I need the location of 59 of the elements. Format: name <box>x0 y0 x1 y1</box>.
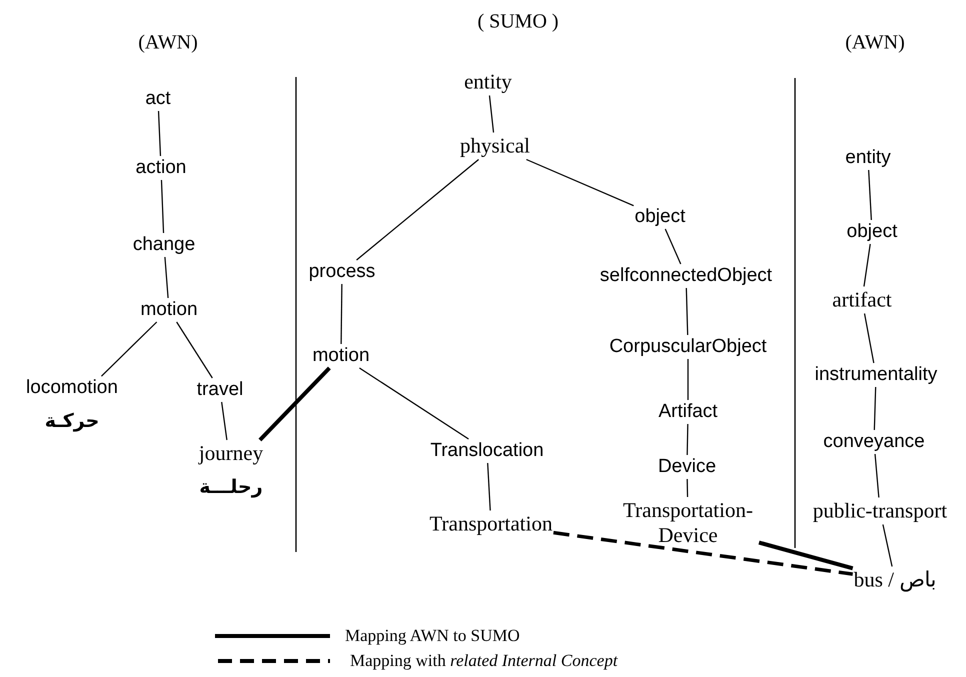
tree-line <box>664 228 682 264</box>
legend-text: Mapping AWN to SUMO <box>345 626 520 646</box>
concept-label: Transportation- Device <box>618 498 758 548</box>
concept-label: instrumentality <box>814 364 938 386</box>
concept-label: motion <box>140 299 198 321</box>
concept-label: CorpuscularObject <box>609 336 767 358</box>
concept-label: conveyance <box>823 431 925 453</box>
column-heading: (AWN) <box>845 32 905 54</box>
concept-label: process <box>308 261 376 283</box>
concept-label: public-transport <box>812 498 948 524</box>
tree-line <box>488 95 494 133</box>
concept-label: Artifact <box>658 401 718 423</box>
tree-line <box>864 313 874 364</box>
tree-line <box>687 359 689 400</box>
tree-line <box>176 322 213 378</box>
column-heading: (AWN) <box>138 32 198 54</box>
tree-line <box>158 110 162 156</box>
concept-label: entity <box>464 70 512 94</box>
related-mapping-line <box>553 530 853 576</box>
tree-line <box>868 170 872 220</box>
concept-label: action <box>136 157 186 179</box>
tree-line <box>340 284 342 344</box>
concept-label: travel <box>196 379 244 401</box>
tree-line <box>882 524 893 567</box>
tree-line <box>487 462 491 511</box>
concept-label: act <box>145 88 171 110</box>
tree-line <box>164 256 169 298</box>
tree-line <box>356 159 479 260</box>
tree-line <box>874 454 880 498</box>
concept-label: change <box>132 234 196 256</box>
concept-label: locomotion <box>26 377 118 399</box>
tree-line <box>359 368 469 440</box>
legend-text: Mapping with related Internal Concept <box>350 651 618 671</box>
column-heading: ( SUMO ) <box>477 10 559 34</box>
concept-label: Device <box>658 456 716 478</box>
arabic-label: رحلـــة <box>198 477 264 499</box>
concept-label: journey <box>198 441 264 466</box>
tree-line <box>863 244 871 287</box>
tree-line <box>686 288 688 336</box>
concept-label: object <box>634 206 686 228</box>
tree-line <box>526 158 634 206</box>
concept-label: Translocation <box>430 440 544 462</box>
tree-line <box>160 180 164 234</box>
tree-line <box>686 424 688 456</box>
concept-label: bus / باص <box>854 568 936 592</box>
concept-label: physical <box>460 134 530 158</box>
concept-label: object <box>846 221 898 243</box>
arabic-label: حركـة <box>44 411 100 433</box>
tree-line <box>874 386 876 430</box>
mapping-line <box>758 540 854 570</box>
concept-label: artifact <box>832 288 892 312</box>
tree-line <box>221 402 228 440</box>
tree-line <box>686 478 688 498</box>
concept-label: entity <box>845 147 891 169</box>
mapping-line <box>258 366 331 442</box>
concept-label: motion <box>312 345 370 367</box>
tree-line <box>101 322 158 377</box>
concept-label: selfconnectedObject <box>600 265 772 287</box>
concept-label: Transportation <box>430 512 552 536</box>
